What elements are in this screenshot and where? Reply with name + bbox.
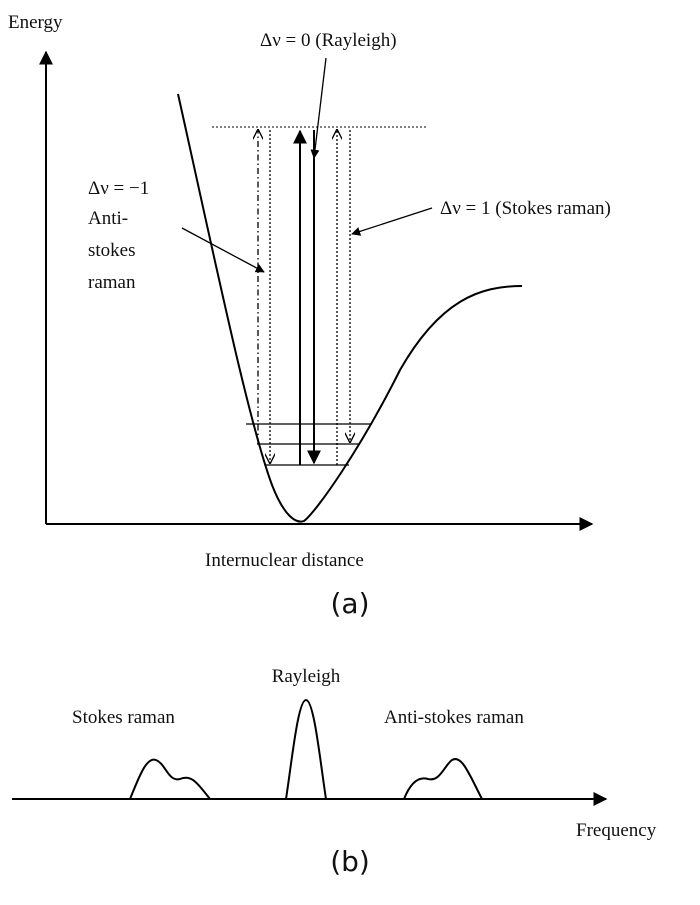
panel-b: Rayleigh Stokes raman Anti-stokes raman …: [12, 666, 657, 878]
stokes-transition-label: Δν = 1 (Stokes raman): [440, 198, 611, 219]
energy-axis-label: Energy: [8, 12, 63, 33]
anti-stokes-label-line3: stokes: [88, 240, 136, 261]
rayleigh-transition-label: Δν = 0 (Rayleigh): [260, 30, 397, 51]
anti-stokes-raman-label: Anti-stokes raman: [384, 707, 524, 728]
anti-stokes-label-line2: Anti-: [88, 208, 128, 229]
anti-stokes-raman-band: [403, 758, 483, 800]
frequency-axis-label: Frequency: [576, 820, 657, 841]
internuclear-distance-label: Internuclear distance: [205, 550, 364, 571]
anti-stokes-label-line1: Δν = −1: [88, 178, 149, 199]
rayleigh-peak: [285, 698, 327, 800]
rayleigh-pointer: [310, 57, 327, 159]
anti-stokes-pointer: [181, 227, 265, 273]
panel-b-caption: (b): [330, 845, 370, 878]
panel-a-caption: (a): [330, 587, 369, 620]
stokes-raman-label: Stokes raman: [72, 707, 175, 728]
panel-a: Energy Internuclear distance Δν = 0 (Ray…: [8, 12, 611, 620]
anti-stokes-label-line4: raman: [88, 272, 136, 293]
stokes-raman-band: [129, 758, 211, 800]
stokes-pointer: [351, 207, 433, 236]
rayleigh-peak-label: Rayleigh: [272, 666, 341, 687]
potential-energy-curve: [177, 93, 523, 523]
